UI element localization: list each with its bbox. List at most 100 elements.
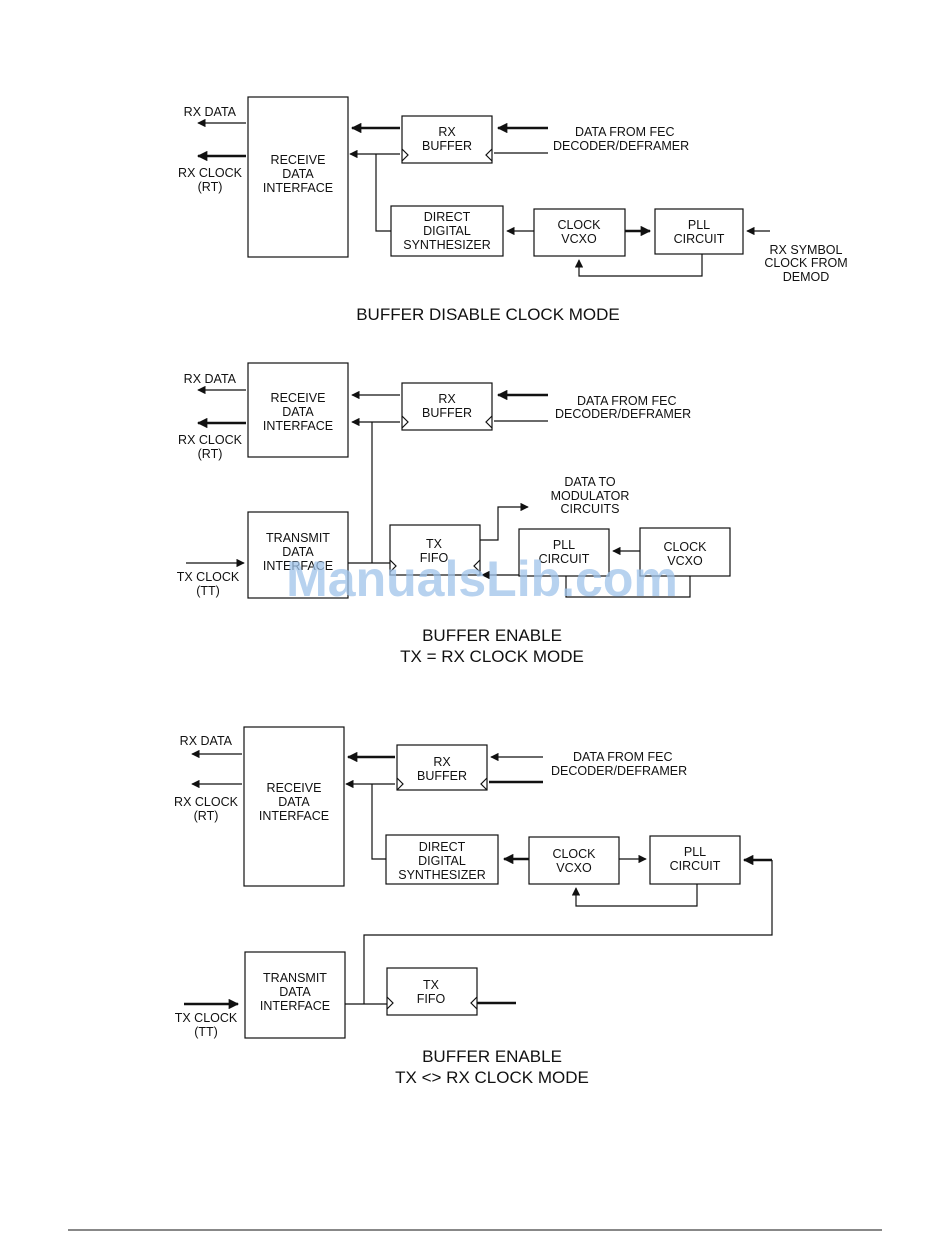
tx-clock-label: TX CLOCK (177, 570, 240, 584)
clock-vcxo-block: CLOCK VCXO (533, 208, 626, 257)
receive-interface-line-3: INTERFACE (263, 181, 333, 195)
clock-vcxo-block: CLOCK VCXO (528, 836, 620, 885)
diagram-2-caption-line-2: TX = RX CLOCK MODE (400, 647, 584, 666)
data-to-line-1: DATA TO (564, 475, 615, 489)
clock-vcxo-line-2: VCXO (556, 861, 592, 875)
transmit-interface-line-2: DATA (279, 985, 311, 999)
pll-circuit-block: PLL CIRCUIT (654, 208, 744, 255)
pll-line-2: CIRCUIT (539, 552, 590, 566)
dds-line-2: DIGITAL (418, 854, 466, 868)
dds-line-1: DIRECT (424, 210, 471, 224)
diagram-3-caption-line-1: BUFFER ENABLE (422, 1047, 562, 1066)
rx-buffer-line-2: BUFFER (422, 139, 472, 153)
clock-vcxo-line-1: CLOCK (663, 540, 707, 554)
receive-interface-line-3: INTERFACE (259, 809, 329, 823)
dds-to-clock-line (371, 784, 386, 860)
pll-feedback-line (571, 884, 698, 907)
pll-line-1: PLL (688, 218, 710, 232)
fifo-to-modulator-arrow (480, 502, 529, 541)
rx-buffer-line-2: BUFFER (422, 406, 472, 420)
rx-clock-sublabel: (RT) (198, 447, 223, 461)
rx-clock-sublabel: (RT) (194, 809, 219, 823)
clock-vcxo-line-1: CLOCK (557, 218, 601, 232)
transmit-interface-line-2: DATA (282, 545, 314, 559)
receive-interface-line-1: RECEIVE (267, 781, 322, 795)
receive-interface-line-2: DATA (282, 405, 314, 419)
rx-buffer-block: RX BUFFER (401, 382, 493, 431)
receive-interface-line-3: INTERFACE (263, 419, 333, 433)
receive-interface-line-2: DATA (282, 167, 314, 181)
pll-feedback-line (574, 254, 703, 277)
dds-line-3: SYNTHESIZER (398, 868, 486, 882)
tx-clock-label: TX CLOCK (175, 1011, 238, 1025)
dds-line-1: DIRECT (419, 840, 466, 854)
rx-buffer-line-1: RX (438, 392, 456, 406)
tx-clock-to-pll-line (363, 860, 773, 1004)
dds-to-clock-line (375, 154, 391, 232)
data-from-fec-label: DATA FROM FEC (573, 750, 673, 764)
clock-vcxo-line-1: CLOCK (552, 847, 596, 861)
rx-clock-sublabel: (RT) (198, 180, 223, 194)
tx-fifo-line-1: TX (423, 978, 440, 992)
data-to-line-3: CIRCUITS (560, 502, 619, 516)
diagram-1-caption: BUFFER DISABLE CLOCK MODE (356, 305, 620, 324)
tx-clock-sublabel: (TT) (196, 584, 220, 598)
rx-buffer-line-1: RX (438, 125, 456, 139)
rx-clock-label: RX CLOCK (174, 795, 239, 809)
dds-block: DIRECT DIGITAL SYNTHESIZER (390, 205, 504, 257)
watermark: ManualsLib.com (286, 551, 678, 607)
receive-interface-line-2: DATA (278, 795, 310, 809)
dds-line-2: DIGITAL (423, 224, 471, 238)
rx-clock-label: RX CLOCK (178, 166, 243, 180)
pll-line-1: PLL (684, 845, 706, 859)
data-to-line-2: MODULATOR (551, 489, 630, 503)
diagram-3-caption-line-2: TX <> RX CLOCK MODE (395, 1068, 589, 1087)
diagram-buffer-enable-tx-equals-rx: RECEIVE DATA INTERFACE RX DATA RX CLOCK … (177, 362, 731, 666)
rx-buffer-line-2: BUFFER (417, 769, 467, 783)
tx-fifo-block: TX FIFO (389, 524, 481, 576)
transmit-interface-line-3: INTERFACE (263, 559, 333, 573)
tx-fifo-line-2: FIFO (420, 551, 449, 565)
pll-circuit-block: PLL CIRCUIT (518, 528, 610, 577)
rx-clock-label: RX CLOCK (178, 433, 243, 447)
transmit-interface-line-1: TRANSMIT (263, 971, 327, 985)
data-from-fec-label: DATA FROM FEC (575, 125, 675, 139)
clock-vcxo-line-2: VCXO (561, 232, 597, 246)
diagram-buffer-enable-tx-not-rx: RECEIVE DATA INTERFACE RX DATA RX CLOCK … (174, 726, 773, 1087)
rx-buffer-block: RX BUFFER (396, 744, 488, 791)
rx-symbol-line-3: DEMOD (783, 270, 830, 284)
pll-circuit-block: PLL CIRCUIT (649, 835, 741, 885)
dds-block: DIRECT DIGITAL SYNTHESIZER (385, 834, 499, 885)
transmit-data-interface-block: TRANSMIT DATA INTERFACE (244, 951, 346, 1039)
transmit-interface-line-3: INTERFACE (260, 999, 330, 1013)
rx-data-label: RX DATA (184, 372, 237, 386)
tx-clock-sublabel: (TT) (194, 1025, 218, 1039)
clock-vcxo-block: CLOCK VCXO (639, 527, 731, 577)
rx-symbol-line-1: RX SYMBOL (770, 243, 843, 257)
pll-line-2: CIRCUIT (670, 859, 721, 873)
tx-fifo-block: TX FIFO (386, 967, 478, 1016)
rx-data-label: RX DATA (184, 105, 237, 119)
pll-line-2: CIRCUIT (674, 232, 725, 246)
receive-data-interface-block: RECEIVE DATA INTERFACE (247, 96, 349, 258)
tx-fifo-line-2: FIFO (417, 992, 446, 1006)
pll-feedback-line (565, 576, 691, 598)
receive-data-interface-block: RECEIVE DATA INTERFACE (243, 726, 345, 887)
transmit-interface-line-1: TRANSMIT (266, 531, 330, 545)
rx-buffer-line-1: RX (433, 755, 451, 769)
data-from-fec-label: DATA FROM FEC (577, 394, 677, 408)
rx-data-label: RX DATA (180, 734, 233, 748)
diagram-2-caption-line-1: BUFFER ENABLE (422, 626, 562, 645)
rx-symbol-line-2: CLOCK FROM (764, 256, 847, 270)
decoder-deframer-label: DECODER/DEFRAMER (555, 407, 691, 421)
decoder-deframer-label: DECODER/DEFRAMER (551, 764, 687, 778)
receive-data-interface-block: RECEIVE DATA INTERFACE (247, 362, 349, 458)
transmit-data-interface-block: TRANSMIT DATA INTERFACE (247, 511, 349, 599)
clock-vcxo-line-2: VCXO (667, 554, 703, 568)
receive-interface-line-1: RECEIVE (271, 391, 326, 405)
tx-fifo-line-1: TX (426, 537, 443, 551)
dds-line-3: SYNTHESIZER (403, 238, 491, 252)
pll-line-1: PLL (553, 538, 575, 552)
receive-interface-line-1: RECEIVE (271, 153, 326, 167)
